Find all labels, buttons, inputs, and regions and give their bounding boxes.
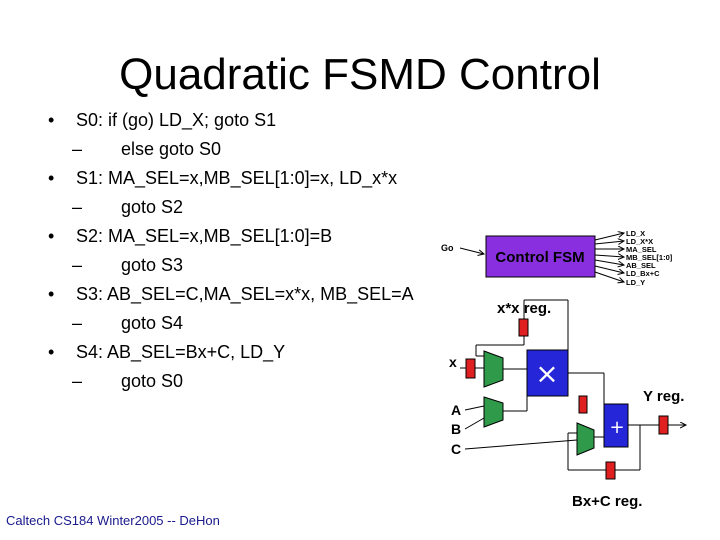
add-icon: + bbox=[609, 417, 624, 438]
bullet-text: S1: MA_SEL=x,MB_SEL[1:0]=x, LD_x*x bbox=[76, 168, 398, 188]
sub-bullet-text: goto S2 bbox=[121, 197, 184, 217]
go-wire bbox=[459, 247, 484, 254]
fsm-signal-labels: LD_X LD_X*X MA_SEL MB_SEL[1:0] AB_SEL LD… bbox=[626, 229, 673, 287]
bullet-s2: • S2: MA_SEL=x,MB_SEL[1:0]=B bbox=[48, 222, 414, 251]
sub-bullet-dash: – bbox=[72, 313, 83, 333]
multiply-icon: × bbox=[535, 357, 558, 390]
fsm-output-wires bbox=[594, 233, 624, 282]
wire-a bbox=[464, 405, 485, 411]
multiplier-box bbox=[526, 349, 569, 397]
signal-ld-y: LD_Y bbox=[626, 278, 645, 287]
sub-bullet-text: goto S0 bbox=[121, 371, 184, 391]
mux-ab bbox=[576, 422, 595, 456]
bxc-register bbox=[605, 461, 616, 480]
go-label: Go bbox=[441, 243, 454, 253]
signal-ld-bxc: LD_Bx+C bbox=[626, 269, 660, 278]
bullet-dot: • bbox=[48, 342, 55, 362]
wire-b bbox=[464, 417, 485, 430]
bullet-list: • S0: if (go) LD_X; goto S1 – else goto S0… bbox=[48, 106, 414, 396]
slide-title: Quadratic FSMD Control bbox=[119, 50, 601, 99]
y-reg-label: Y reg. bbox=[643, 388, 684, 405]
bullet-dot: • bbox=[48, 168, 55, 188]
signal-mb-sel: MB_SEL[1:0] bbox=[626, 253, 673, 262]
control-fsm-box bbox=[485, 235, 596, 278]
sub-bullet-dash: – bbox=[72, 255, 83, 275]
bullet-dot: • bbox=[48, 226, 55, 246]
sub-bullet-s4: – goto S0 bbox=[72, 367, 414, 396]
bxc-reg-label: Bx+C reg. bbox=[572, 493, 642, 510]
sub-bullet-s1: – goto S2 bbox=[72, 193, 414, 222]
sub-bullet-dash: – bbox=[72, 139, 83, 159]
bullet-text: S3: AB_SEL=C,MA_SEL=x*x, MB_SEL=A bbox=[76, 284, 414, 304]
y-register bbox=[658, 415, 669, 435]
input-b-label: B bbox=[451, 421, 461, 437]
sub-bullet-text: goto S4 bbox=[121, 313, 184, 333]
x-register bbox=[465, 358, 476, 379]
signal-ld-xx: LD_X*X bbox=[626, 237, 653, 246]
bullet-text: S0: if (go) LD_X; goto S1 bbox=[76, 110, 277, 130]
sub-bullet-s0: – else goto S0 bbox=[72, 135, 414, 164]
bullet-text: S2: MA_SEL=x,MB_SEL[1:0]=B bbox=[76, 226, 333, 246]
mux-mb bbox=[483, 396, 504, 428]
sub-bullet-s2: – goto S3 bbox=[72, 251, 414, 280]
sub-bullet-text: else goto S0 bbox=[121, 139, 222, 159]
bullet-dot: • bbox=[48, 110, 55, 130]
bullet-s1: • S1: MA_SEL=x,MB_SEL[1:0]=x, LD_x*x bbox=[48, 164, 414, 193]
bullet-dot: • bbox=[48, 284, 55, 304]
footer-credit: Caltech CS184 Winter2005 -- DeHon bbox=[6, 513, 220, 528]
sub-bullet-s3: – goto S4 bbox=[72, 309, 414, 338]
signal-ld-x: LD_X bbox=[626, 229, 645, 238]
bullet-s0: • S0: if (go) LD_X; goto S1 bbox=[48, 106, 414, 135]
bullet-s4: • S4: AB_SEL=Bx+C, LD_Y bbox=[48, 338, 414, 367]
control-fsm-label: Control FSM bbox=[495, 249, 584, 266]
sub-bullet-text: goto S3 bbox=[121, 255, 184, 275]
mux-ma bbox=[483, 350, 504, 388]
input-c-label: C bbox=[451, 441, 461, 457]
bullet-s3: • S3: AB_SEL=C,MA_SEL=x*x, MB_SEL=A bbox=[48, 280, 414, 309]
signal-ab-sel: AB_SEL bbox=[626, 261, 656, 270]
signal-ma-sel: MA_SEL bbox=[626, 245, 657, 254]
adder-box bbox=[603, 403, 629, 448]
bullet-text: S4: AB_SEL=Bx+C, LD_Y bbox=[76, 342, 286, 362]
sub-bullet-dash: – bbox=[72, 197, 83, 217]
sub-bullet-dash: – bbox=[72, 371, 83, 391]
x-input-label: x bbox=[449, 354, 457, 370]
bx-register bbox=[578, 395, 588, 414]
input-a-label: A bbox=[451, 402, 461, 418]
xx-register bbox=[518, 318, 529, 337]
wire-c bbox=[464, 439, 578, 450]
